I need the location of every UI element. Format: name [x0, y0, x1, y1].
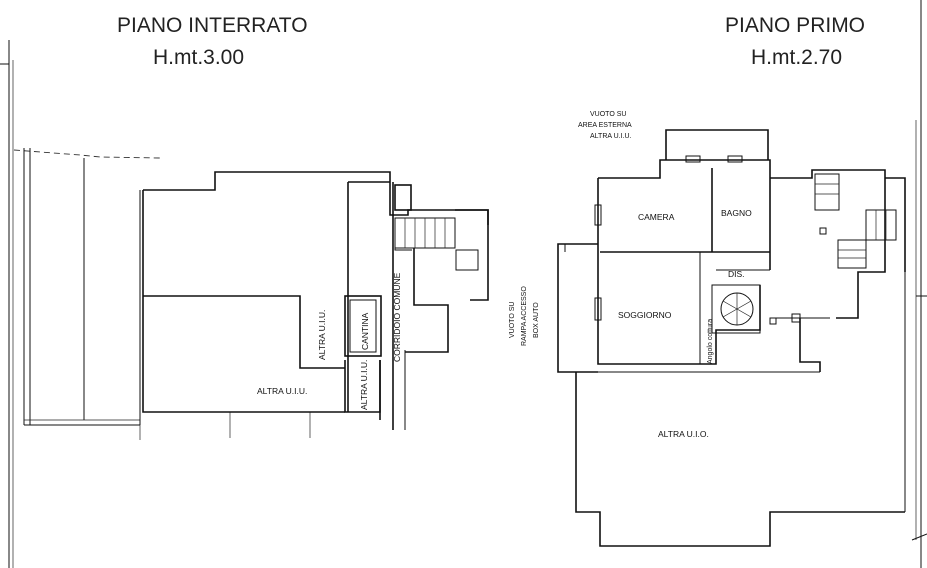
basement-altra-uiu-small-label: ALTRA U.I.U.	[359, 360, 369, 410]
basement-height: H.mt.3.00	[153, 46, 244, 69]
basement-altra-uiu-vertical-label: ALTRA U.I.U.	[317, 310, 327, 360]
vuoto-rampa-line-3: BOX AUTO	[533, 302, 540, 338]
vuoto-esterna-line-2: AREA ESTERNA	[578, 122, 632, 129]
altra-uio-label: ALTRA U.I.O.	[658, 429, 709, 439]
first-floor-title: PIANO PRIMO	[725, 14, 865, 37]
vuoto-rampa-line-1: VUOTO SU	[509, 302, 516, 338]
basement-cantina-label: CANTINA	[360, 312, 370, 350]
basement-title: PIANO INTERRATO	[117, 14, 308, 37]
vuoto-rampa-line-2: RAMPA ACCESSO	[521, 286, 528, 346]
vuoto-esterna-line-1: VUOTO SU	[590, 111, 626, 118]
basement-altra-uiu-label: ALTRA U.I.U.	[257, 386, 307, 396]
basement-plan	[13, 148, 489, 440]
bagno-label: BAGNO	[721, 208, 752, 218]
soggiorno-label: SOGGIORNO	[618, 310, 672, 320]
angolo-cottura-label: Angolo cottura	[707, 319, 714, 364]
basement-corridoio-label: CORRIDOIO COMUNE	[392, 272, 402, 362]
dis-label: DIS.	[728, 269, 745, 279]
first-floor-height: H.mt.2.70	[751, 46, 842, 69]
first-floor-plan	[557, 129, 906, 547]
vuoto-esterna-line-3: ALTRA U.I.U.	[590, 133, 632, 140]
camera-label: CAMERA	[638, 212, 675, 222]
